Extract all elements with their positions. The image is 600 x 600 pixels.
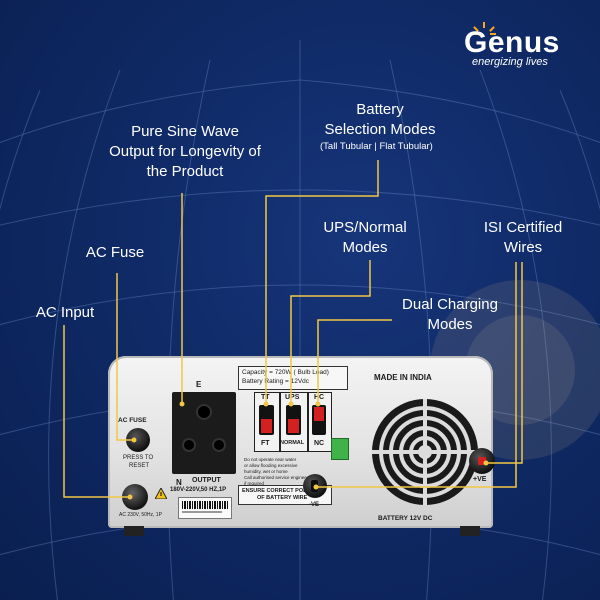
minus-ve-label: -VE <box>309 502 320 508</box>
socket-neutral-label: N <box>176 478 182 487</box>
callout-isi-wires: ISI Certified Wires <box>483 219 563 256</box>
switch-panel-ups: UPS NORMAL <box>280 392 308 452</box>
press-to-reset-1: PRESS TO <box>123 455 154 461</box>
capacity-label: Capacity = 720W ( Bulb Load) Battery Rat… <box>238 366 348 390</box>
brand-name: Genus <box>464 26 560 59</box>
serial-sticker <box>178 497 232 519</box>
output-spec: 180V-220V,50 HZ,1P <box>170 487 227 493</box>
made-in-india: MADE IN INDIA <box>374 373 432 382</box>
callout-dual-charging: Dual Charging Modes <box>402 296 498 333</box>
ac-input-gland <box>122 484 148 510</box>
battery-mode-switch[interactable] <box>259 405 274 435</box>
switch-panel-charging: HC NC <box>308 392 332 452</box>
fan-grill <box>372 399 478 505</box>
ac-input-spec: AC 230V, 50Hz, 1P <box>119 512 162 518</box>
warning-block: Do not operate near water or allow flood… <box>244 457 309 486</box>
press-to-reset-2: RESET <box>129 463 150 469</box>
isi-green-sticker <box>331 438 349 460</box>
callout-ac-fuse: AC Fuse <box>85 244 145 261</box>
callout-battery-modes-sub: (Tall Tubular | Flat Tubular) <box>320 141 433 152</box>
hazard-warning-icon <box>155 488 167 499</box>
callout-ac-input: AC Input <box>35 304 95 321</box>
plus-ve-label: +VE <box>473 476 487 483</box>
output-socket <box>172 392 236 474</box>
brand-tagline: energizing lives <box>472 56 548 68</box>
ups-mode-switch[interactable] <box>286 405 301 435</box>
socket-neutral-hole <box>214 440 224 450</box>
callout-sine-wave: Pure Sine Wave Output for Longevity of t… <box>109 123 261 180</box>
socket-live-hole <box>184 440 194 450</box>
ac-fuse-label: AC FUSE <box>118 417 147 424</box>
ac-fuse-knob[interactable] <box>126 428 150 452</box>
socket-earth-label: E <box>196 380 202 389</box>
serial-barcode <box>182 501 228 509</box>
serial-lines <box>182 511 222 513</box>
callout-battery-modes: Battery Selection Modes <box>324 101 436 138</box>
callout-ups-modes: UPS/Normal Modes <box>323 219 407 256</box>
output-label: OUTPUT <box>192 477 221 484</box>
battery-dc-label: BATTERY 12V DC <box>378 515 433 522</box>
device-foot-left <box>124 526 144 536</box>
charging-mode-switch[interactable] <box>312 405 326 435</box>
switch-panel-battery: TT FT <box>254 392 280 452</box>
sun-logo-icon <box>472 22 496 35</box>
socket-earth-hole <box>198 406 210 418</box>
battery-positive-terminal[interactable] <box>469 448 495 474</box>
battery-negative-terminal[interactable] <box>303 474 327 498</box>
device-foot-right <box>460 526 480 536</box>
